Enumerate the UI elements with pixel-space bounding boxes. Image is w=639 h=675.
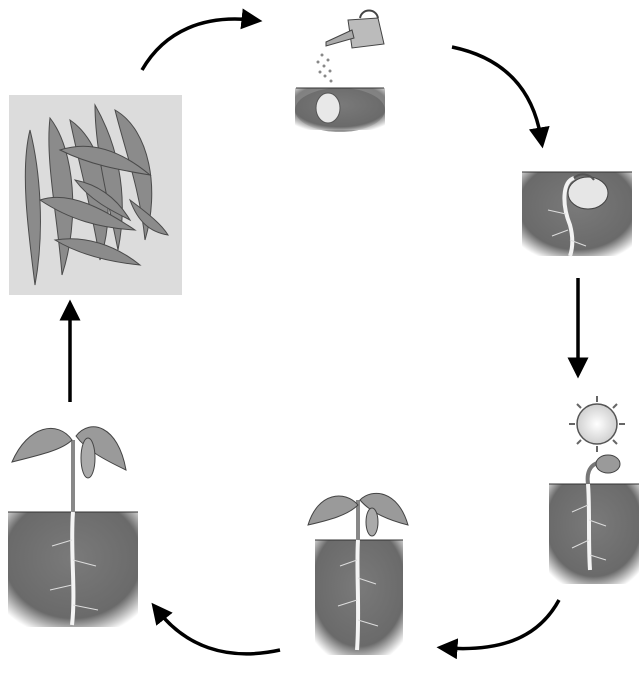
watering-seed-stage — [295, 11, 385, 133]
arrow-watering-to-germinating — [452, 47, 541, 138]
pea-pods-image — [9, 95, 182, 295]
young-plant-stage — [308, 493, 408, 655]
sprout-sun-stage — [549, 396, 639, 584]
seed-icon — [316, 93, 340, 123]
arrow-young-to-grown — [158, 611, 280, 654]
watering-can-icon — [317, 11, 385, 83]
sun-icon — [569, 396, 625, 452]
germinating-seed-stage — [522, 172, 632, 256]
arrow-sprout-to-young — [447, 600, 559, 649]
grown-plant-stage — [8, 427, 138, 627]
arrow-pods-to-watering — [142, 19, 252, 70]
